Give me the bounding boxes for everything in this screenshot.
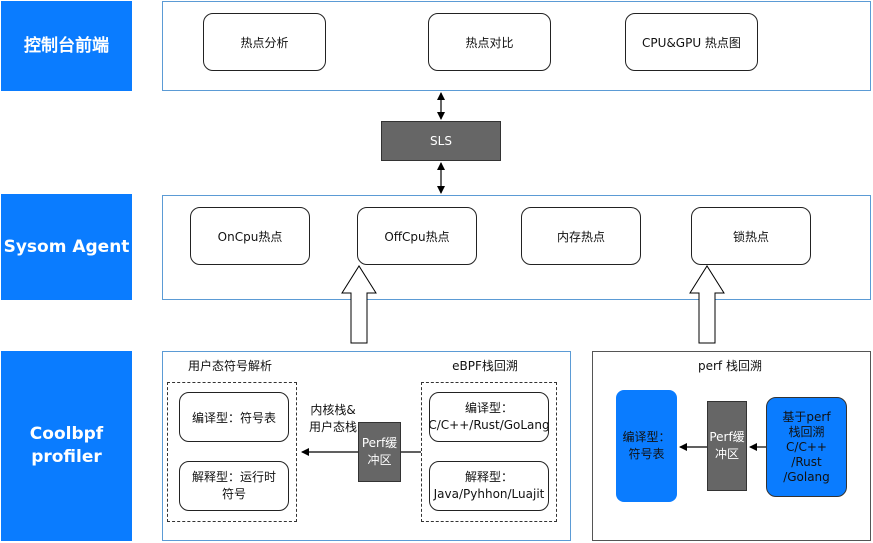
perf-upward-hollow-arrow — [689, 265, 725, 344]
ebpf-stack-group — [421, 382, 557, 522]
cpu-gpu-heatmap-node: CPU&GPU 热点图 — [625, 13, 758, 71]
hotspot-analysis-node: 热点分析 — [203, 13, 326, 71]
layer-agent-label: Sysom Agent — [1, 194, 132, 300]
perf-based-stack-node: 基于perf 栈回溯 C/C++ /Rust /Golang — [766, 397, 847, 497]
layer-profiler-label: Coolbpf profiler — [1, 351, 132, 541]
kernel-user-stack-label: 内核栈& 用户态栈 — [308, 403, 357, 434]
interpreted-langs-node: 解释型： Java/Pyhhon/Luajit — [429, 461, 549, 511]
hotspot-compare-node: 热点对比 — [428, 13, 551, 71]
perf-buffer-box: Perf缓 冲区 — [358, 422, 401, 482]
lock-hotspot-node: 锁热点 — [691, 207, 811, 265]
offcpu-hotspot-node: OffCpu热点 — [357, 207, 477, 265]
sls-box: SLS — [381, 121, 501, 161]
perf-stack-title: perf 栈回溯 — [698, 359, 762, 373]
ebpf-upward-hollow-arrow — [341, 265, 377, 344]
interpreted-runtime-symbol-node: 解释型：运行时 符号 — [179, 461, 289, 511]
oncpu-hotspot-node: OnCpu热点 — [190, 207, 310, 265]
compiled-symbol-table-node: 编译型：符号表 — [179, 392, 289, 442]
ebpf-stack-title: eBPF栈回溯 — [452, 359, 518, 373]
compiled-langs-node: 编译型： C/C++/Rust/GoLang — [428, 392, 550, 442]
memory-hotspot-node: 内存热点 — [521, 207, 641, 265]
user-symbol-group — [167, 382, 297, 522]
perf-panel-buffer-box: Perf缓 冲区 — [707, 401, 747, 491]
user-symbol-parse-title: 用户态符号解析 — [187, 359, 272, 373]
layer-console-label: 控制台前端 — [1, 1, 132, 91]
perf-symbol-table-node: 编译型： 符号表 — [616, 390, 677, 502]
